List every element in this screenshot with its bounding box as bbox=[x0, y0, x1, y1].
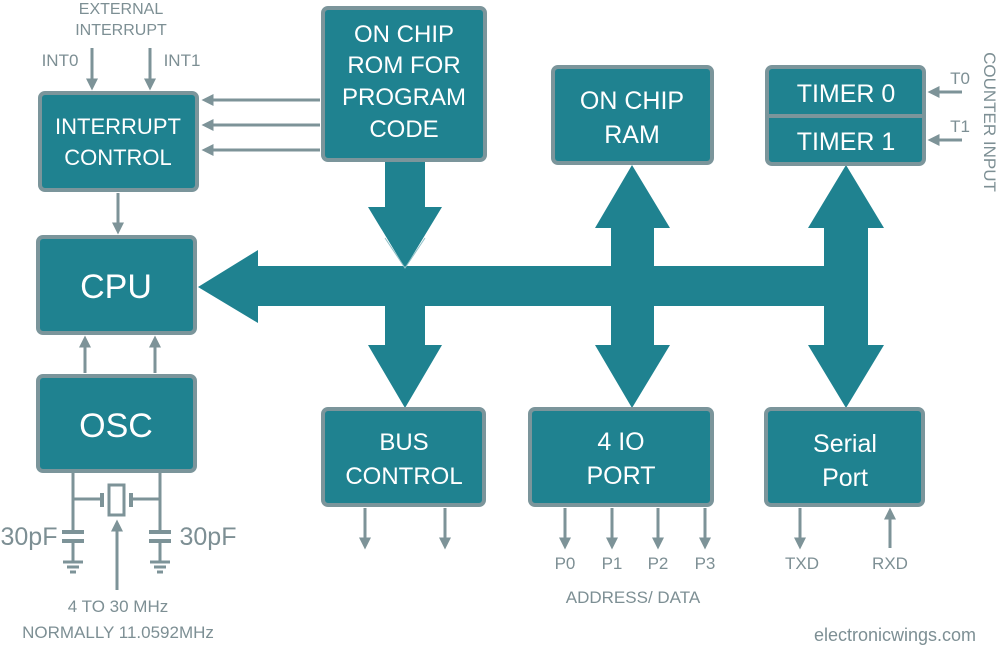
bus-control-label-1: BUS bbox=[379, 429, 428, 456]
port-label: P1 bbox=[602, 554, 623, 573]
cap-left-label: 30pF bbox=[1, 523, 58, 551]
port-label: P2 bbox=[648, 554, 669, 573]
bus-control-block: BUS CONTROL bbox=[321, 407, 486, 507]
port-label: P3 bbox=[695, 554, 716, 573]
ground-icon bbox=[63, 560, 83, 574]
cap-right-label: 30pF bbox=[180, 523, 237, 551]
bus-control-label-2: CONTROL bbox=[345, 463, 462, 490]
cpu-label: CPU bbox=[80, 268, 152, 306]
io-port-label-2: PORT bbox=[587, 462, 656, 490]
freq-range-label: 4 TO 30 MHz bbox=[68, 597, 168, 616]
txd-label: TXD bbox=[785, 554, 819, 573]
rxd-label: RXD bbox=[872, 554, 908, 573]
ram-label-1: ON CHIP bbox=[580, 87, 684, 115]
ram-bus-arrow bbox=[595, 165, 670, 408]
crystal-icon bbox=[107, 483, 126, 517]
external-interrupt-label-2: INTERRUPT bbox=[75, 22, 167, 39]
capacitor-icon bbox=[149, 530, 171, 534]
timer0-label: TIMER 0 bbox=[797, 80, 896, 108]
rom-label-1: ON CHIP bbox=[354, 21, 454, 48]
rom-block: ON CHIP ROM FOR PROGRAM CODE bbox=[321, 6, 487, 162]
timer-bus-arrow bbox=[808, 165, 884, 408]
capacitor-icon bbox=[62, 530, 84, 534]
t0-label: T0 bbox=[950, 69, 970, 88]
freq-normal-label: NORMALLY 11.0592MHz bbox=[22, 623, 214, 642]
watermark: electronicwings.com bbox=[814, 625, 976, 645]
serial-label-1: Serial bbox=[813, 430, 877, 458]
io-port-block: 4 IO PORT bbox=[528, 407, 714, 507]
ram-block: ON CHIP RAM bbox=[551, 65, 714, 165]
internal-bus bbox=[198, 160, 884, 408]
external-interrupt-label-1: EXTERNAL bbox=[79, 1, 164, 18]
ram-label-2: RAM bbox=[604, 121, 660, 149]
serial-port-block: Serial Port bbox=[764, 407, 925, 507]
timer-block: TIMER 0 TIMER 1 bbox=[765, 65, 926, 166]
rom-label-2: ROM FOR bbox=[347, 52, 460, 79]
rom-label-3: PROGRAM bbox=[342, 84, 466, 111]
port-label: P0 bbox=[555, 554, 576, 573]
int1-label: INT1 bbox=[164, 51, 201, 70]
bus-to-bus-control-arrow bbox=[368, 268, 442, 408]
counter-input-label: COUNTER INPUT bbox=[980, 52, 999, 192]
serial-label-2: Port bbox=[822, 464, 868, 492]
interrupt-control-block: INTERRUPT CONTROL bbox=[38, 91, 199, 192]
interrupt-label-1: INTERRUPT bbox=[55, 114, 181, 139]
osc-label: OSC bbox=[79, 407, 153, 445]
osc-block: OSC bbox=[36, 374, 197, 473]
cpu-block: CPU bbox=[36, 235, 197, 335]
interrupt-label-2: CONTROL bbox=[64, 145, 172, 170]
io-port-label-1: 4 IO bbox=[597, 428, 644, 456]
rom-to-bus-arrow bbox=[368, 160, 442, 268]
signal-arrows bbox=[79, 48, 962, 550]
rom-label-4: CODE bbox=[369, 116, 438, 143]
int0-label: INT0 bbox=[42, 51, 79, 70]
ground-icon bbox=[150, 560, 170, 574]
t1-label: T1 bbox=[950, 117, 970, 136]
timer1-label: TIMER 1 bbox=[797, 128, 896, 156]
address-data-label: ADDRESS/ DATA bbox=[566, 588, 701, 607]
crystal-circuit bbox=[62, 473, 171, 590]
